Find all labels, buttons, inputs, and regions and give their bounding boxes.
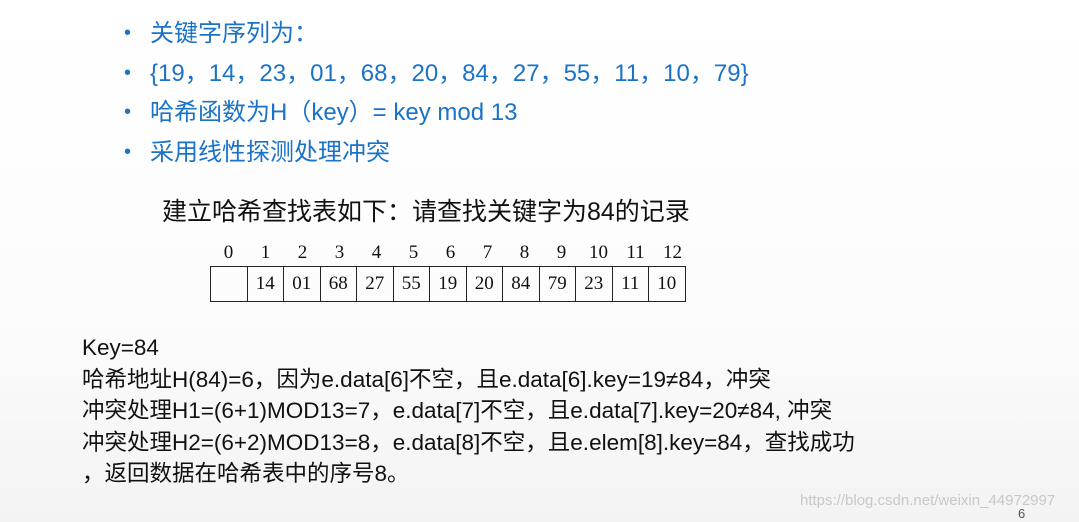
table-index: 6	[445, 242, 456, 263]
page-number: 6	[1018, 506, 1026, 521]
table-cell: 55	[394, 267, 430, 301]
table-index: 11	[626, 242, 645, 263]
table-index: 12	[663, 242, 682, 263]
table-cell: 19	[430, 267, 467, 301]
bullet-text: 哈希函数为H（key）= key mod 13	[150, 99, 518, 126]
cell-row: 14 01 68 27 55 19 20 84 79 23 11 10	[210, 266, 686, 302]
bullet-text: 关键字序列为：	[150, 20, 318, 47]
bullet-item: • 采用线性探测处理冲突	[118, 133, 749, 173]
explanation-line: 哈希地址H(84)=6，因为e.data[6]不空，且e.data[6].key…	[82, 366, 771, 392]
table-index: 5	[408, 242, 419, 263]
explanation-line: 冲突处理H1=(6+1)MOD13=7，e.data[7]不空，且e.data[…	[82, 398, 833, 423]
bullet-dot: •	[124, 22, 132, 44]
table-cell	[211, 267, 248, 301]
explanation-line: Key=84	[82, 335, 159, 360]
table-index: 1	[260, 242, 271, 263]
bullet-dot: •	[124, 140, 132, 163]
bullet-text: 采用线性探测处理冲突	[150, 138, 390, 166]
explanation-line: ，返回数据在哈希表中的序号8。	[82, 461, 410, 486]
explanation-line: 冲突处理H2=(6+2)MOD13=8，e.data[8]不空，且e.elem[…	[82, 429, 855, 455]
table-cell: 11	[613, 267, 649, 301]
hash-table: 0 1 2 3 4 5 6 7 8 9 10 11 12 14 01 68 27…	[210, 240, 691, 302]
table-index: 3	[334, 242, 345, 263]
bullet-dot: •	[124, 101, 132, 123]
bullet-item: • 哈希函数为H（key）= key mod 13	[118, 93, 749, 133]
table-index: 4	[371, 242, 382, 263]
table-index: 9	[556, 242, 567, 263]
bullet-item: • 关键字序列为：	[118, 14, 749, 54]
table-cell: 68	[321, 267, 357, 301]
bullet-dot: •	[124, 61, 132, 84]
table-heading: 建立哈希查找表如下：请查找关键字为84的记录	[162, 198, 690, 226]
watermark-text: https://blog.csdn.net/weixin_44972997	[800, 492, 1056, 509]
table-cell: 20	[467, 267, 503, 301]
table-index: 10	[589, 242, 608, 263]
bullet-list: • 关键字序列为： • {19，14，23，01，68，20，84，27，55，…	[118, 14, 749, 172]
bullet-text: {19，14，23，01，68，20，84，27，55，11，10，79}	[150, 59, 749, 87]
explanation-block: Key=84 哈希地址H(84)=6，因为e.data[6]不空，且e.data…	[82, 332, 855, 490]
table-cell: 27	[357, 267, 394, 301]
table-cell: 23	[576, 267, 613, 301]
table-cell: 79	[540, 267, 576, 301]
table-index: 7	[482, 242, 493, 263]
table-index: 8	[519, 242, 530, 263]
table-cell: 01	[284, 267, 321, 301]
table-index: 0	[223, 242, 234, 263]
table-index: 2	[297, 242, 308, 263]
table-cell: 84	[503, 267, 540, 301]
table-cell: 10	[657, 273, 677, 294]
index-row: 0 1 2 3 4 5 6 7 8 9 10 11 12	[210, 240, 691, 266]
bullet-item: • {19，14，23，01，68，20，84，27，55，11，10，79}	[118, 54, 749, 94]
table-cell: 14	[248, 267, 284, 301]
